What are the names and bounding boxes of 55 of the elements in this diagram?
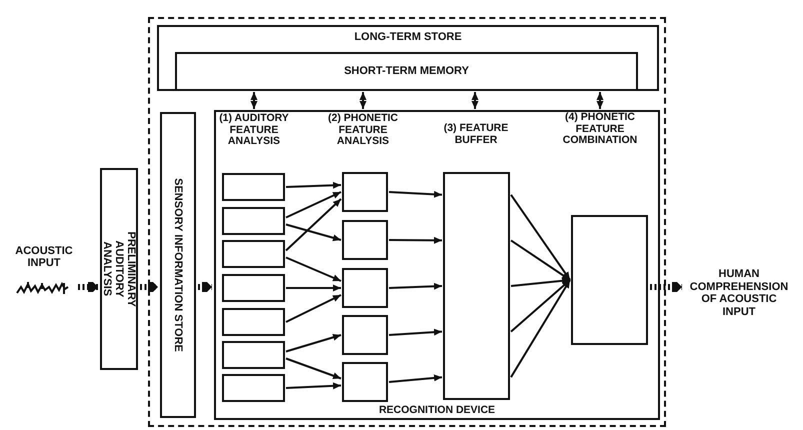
feature-box (222, 374, 285, 402)
arrow (510, 194, 571, 281)
feature-box (342, 315, 388, 355)
box-label: LONG-TERM STORE (353, 31, 463, 44)
arrow (596, 92, 604, 109)
column-heading: (1) AUDITORY FEATURE ANALYSIS (218, 113, 290, 148)
box-label: SENSORY INFORMATION STORE (172, 178, 184, 352)
arrow (286, 334, 342, 352)
arrow (388, 328, 442, 336)
arrow (286, 191, 342, 218)
arrow (286, 224, 342, 242)
arrow (286, 284, 341, 292)
arrow (388, 190, 442, 198)
device-box (214, 110, 660, 420)
feature-box (222, 308, 285, 336)
feature-box (342, 172, 388, 212)
system-boundary (148, 17, 666, 427)
column-heading: (4) PHONETIC FEATURE COMBINATION (562, 112, 638, 147)
arrow (286, 382, 342, 390)
arrow (510, 279, 571, 332)
arrow (286, 182, 342, 189)
feature-box (342, 268, 388, 308)
memory-box (175, 52, 638, 91)
buffer-box (443, 172, 510, 400)
arrow (286, 294, 342, 323)
arrow (360, 92, 366, 109)
analysis-box (100, 168, 138, 370)
feature-box (342, 362, 388, 402)
arrow (250, 92, 258, 109)
arrow (510, 277, 570, 287)
column-heading: (2) PHONETIC FEATURE ANALYSIS (326, 113, 399, 148)
arrow (286, 256, 342, 282)
caption-text: ACOUSTIC INPUT (14, 245, 74, 270)
feature-box (222, 274, 285, 302)
box-label: RECOGNITION DEVICE (378, 405, 496, 417)
store-box (160, 112, 196, 418)
arrow (389, 236, 442, 244)
caption-text: HUMAN COMPREHENSION OF ACOUSTIC INPUT (688, 268, 790, 319)
arrow (388, 282, 442, 290)
arrow (285, 198, 342, 252)
combination-box (571, 215, 648, 345)
arrow (510, 240, 571, 281)
arrow (286, 358, 342, 380)
memory-box (157, 25, 659, 91)
feature-box (222, 173, 285, 201)
feature-box (342, 220, 388, 260)
feature-box (222, 207, 285, 235)
arrow (472, 92, 478, 109)
feature-box (222, 341, 285, 369)
box-label: SHORT-TERM MEMORY (343, 65, 470, 78)
column-heading: (3) FEATURE BUFFER (442, 123, 510, 146)
box-label: PRELIMINARY AUDITORY ANALYSIS (100, 230, 138, 309)
arrow (388, 374, 442, 383)
feature-box (222, 240, 285, 268)
arrow (510, 279, 571, 378)
